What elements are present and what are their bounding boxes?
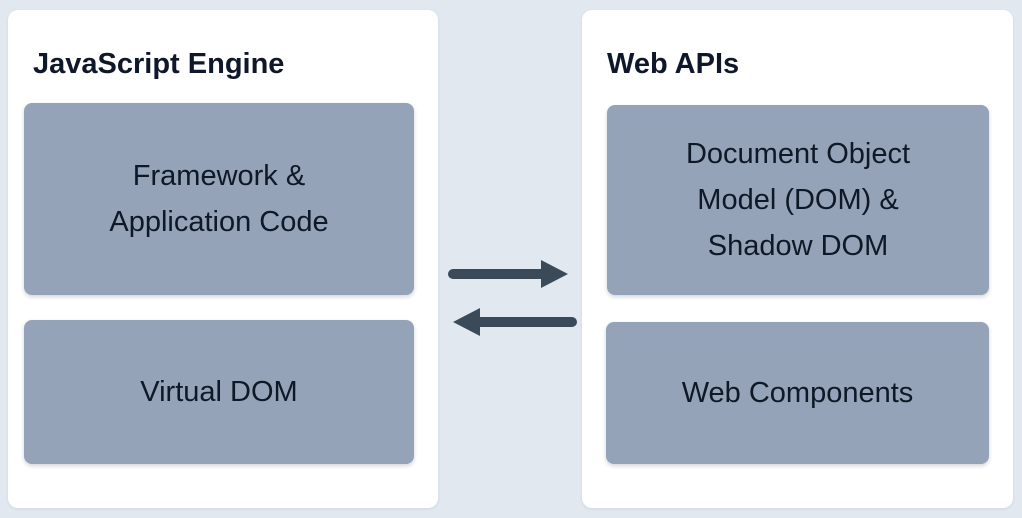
box-label-line: Document Object bbox=[685, 138, 911, 170]
box-label-line: Shadow DOM bbox=[707, 230, 889, 262]
web-apis-panel-title: Web APIs bbox=[607, 48, 740, 80]
dom-shadow-dom-box: Document Object Model (DOM) & Shadow DOM bbox=[607, 105, 989, 295]
exchange-arrows bbox=[448, 260, 577, 336]
box-label-line: Model (DOM) & bbox=[697, 184, 899, 216]
arrow-right-icon bbox=[448, 260, 568, 288]
virtual-dom-box: Virtual DOM bbox=[24, 320, 414, 464]
box-label-line: Web Components bbox=[681, 377, 914, 409]
box-label-line: Virtual DOM bbox=[140, 376, 298, 408]
web-components-box: Web Components bbox=[606, 322, 989, 464]
js-engine-panel-title: JavaScript Engine bbox=[33, 48, 285, 80]
arrow-left-icon bbox=[453, 308, 577, 336]
box-label-line: Framework & bbox=[132, 160, 306, 192]
framework-app-code-box: Framework & Application Code bbox=[24, 103, 414, 295]
box-label-line: Application Code bbox=[109, 206, 329, 238]
js-engine-panel: JavaScript Engine Framework & Applicatio… bbox=[8, 10, 438, 508]
web-apis-panel: Web APIs Document Object Model (DOM) & S… bbox=[582, 10, 1013, 508]
